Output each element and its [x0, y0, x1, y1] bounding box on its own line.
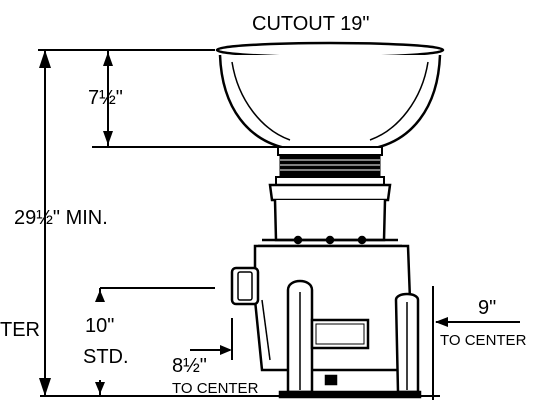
right-offset-note: TO CENTER [440, 332, 527, 349]
overall-height-label: 29½" MIN. [14, 207, 108, 229]
outlet-offset-label: 8½" [172, 355, 207, 377]
outlet-height-label: 10" [85, 315, 115, 337]
disposer-upper-body [258, 183, 402, 248]
dimension-lines [38, 49, 520, 400]
bowl-depth-label: 7½" [88, 87, 123, 109]
mounting-ring [275, 146, 385, 186]
sink-bowl [215, 41, 445, 150]
outlet-offset-note: TO CENTER [172, 380, 259, 397]
disposer-housing [230, 244, 422, 399]
outlet-height-note: STD. [83, 346, 129, 368]
left-cut-label: TER [0, 319, 40, 341]
cutout-label: CUTOUT 19" [252, 13, 370, 35]
right-offset-label: 9" [478, 297, 497, 319]
